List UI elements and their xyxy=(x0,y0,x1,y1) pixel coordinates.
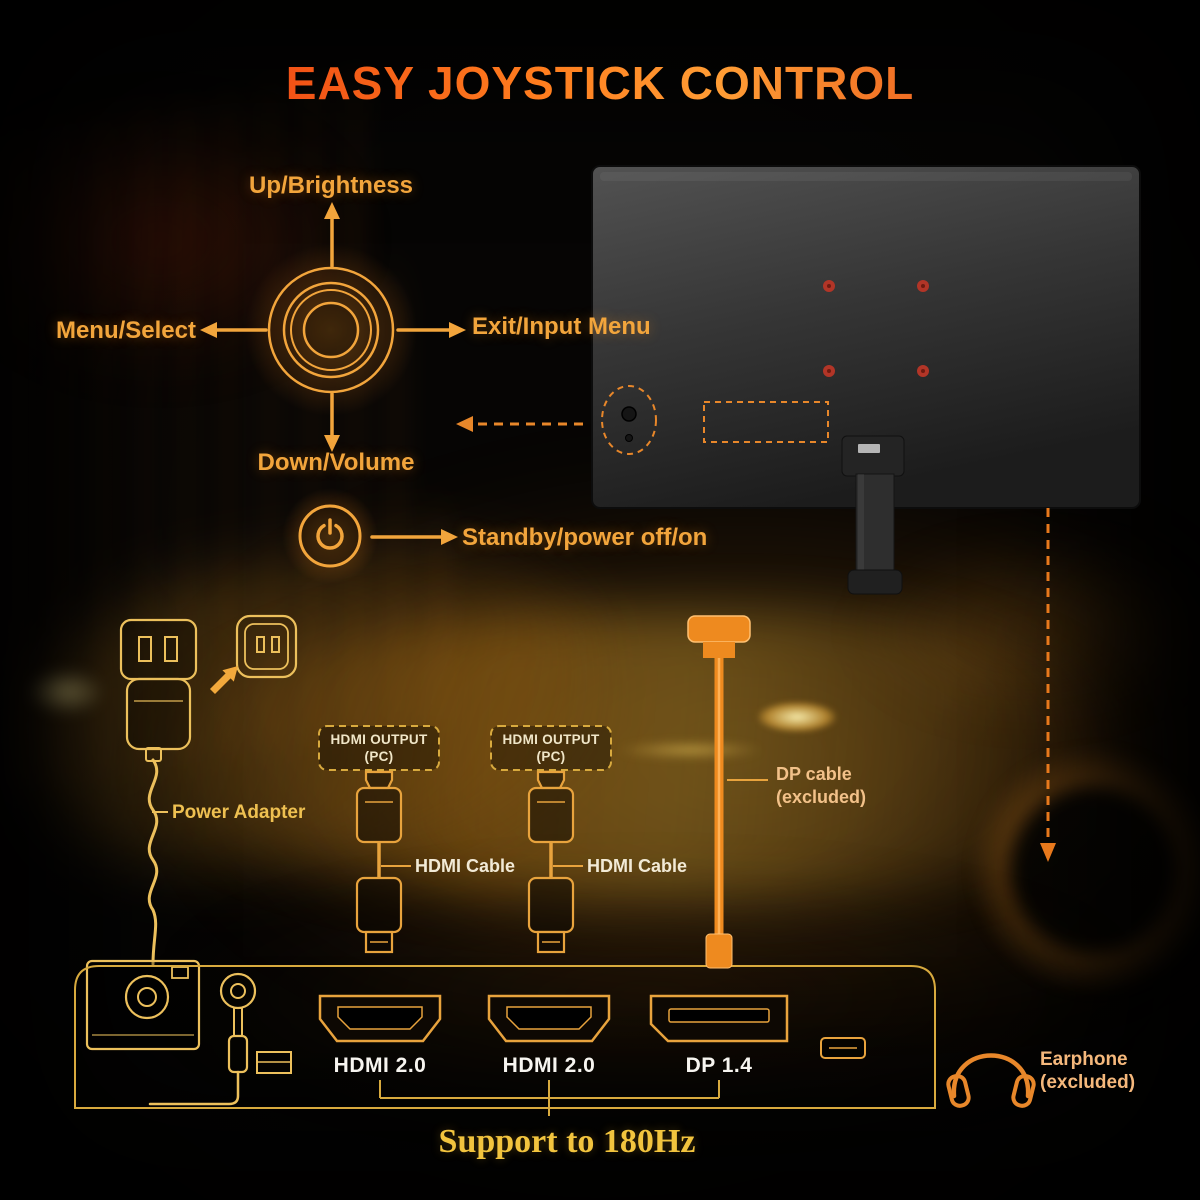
wall-outlet-icon xyxy=(235,614,298,679)
power-cable-icon xyxy=(147,758,159,966)
joystick-up-label: Up/Brightness xyxy=(248,172,414,199)
arrow-power-icon xyxy=(370,529,458,545)
dp-cable-line1: DP cable xyxy=(776,764,852,784)
joystick-standby-label: Standby/power off/on xyxy=(462,524,708,551)
dp-port-icon xyxy=(649,994,789,1043)
joystick-ring-icon xyxy=(245,244,417,416)
hdmi-output-label: HDMI OUTPUT (PC) xyxy=(502,731,599,765)
hdmi-output-line2: (PC) xyxy=(364,749,394,764)
page-title: EASY JOYSTICK CONTROL xyxy=(0,56,1200,110)
outlet-arrow-icon xyxy=(210,666,238,694)
joystick-menu-label: Menu/Select xyxy=(55,317,196,344)
monitor-stand xyxy=(841,435,905,595)
hdmi-plug-icon xyxy=(355,770,403,954)
hdmi-port-icon xyxy=(487,994,611,1043)
hdmi-port-label: HDMI 2.0 xyxy=(333,1054,427,1077)
dp-cable-label: DP cable (excluded) xyxy=(776,763,866,809)
dashed-arrow-icon xyxy=(456,416,583,432)
dp-cable-line2: (excluded) xyxy=(776,787,867,807)
power-inlet-module-icon xyxy=(85,959,201,1051)
joystick-down-label: Down/Volume xyxy=(257,449,415,476)
audio-out-port-icon xyxy=(820,1037,866,1059)
earphone-line2: (excluded) xyxy=(1040,1072,1136,1093)
dp-port-label: DP 1.4 xyxy=(685,1054,753,1077)
earphone-label: Earphone (excluded) xyxy=(1040,1048,1135,1094)
power-button-icon xyxy=(282,488,378,584)
hdmi-port-icon xyxy=(318,994,442,1043)
audio-jack-port-icon xyxy=(219,972,257,1010)
hdmi-output-label: HDMI OUTPUT (PC) xyxy=(330,731,427,765)
hdmi-plug-icon xyxy=(527,770,575,954)
bracket-lines xyxy=(379,1080,720,1116)
hdmi-cable-label: HDMI Cable xyxy=(415,856,516,876)
hdmi-output-line1: HDMI OUTPUT xyxy=(502,732,600,747)
dp-cable-icon xyxy=(687,615,751,969)
hdmi-output-line1: HDMI OUTPUT xyxy=(330,732,428,747)
headphones-icon xyxy=(946,1053,1036,1108)
hdmi-cable-label: HDMI Cable xyxy=(587,856,688,876)
power-plug-icon xyxy=(119,618,198,762)
hdmi-output-line2: (PC) xyxy=(536,749,566,764)
hdmi-port-label: HDMI 2.0 xyxy=(502,1054,596,1077)
earphone-line1: Earphone xyxy=(1040,1049,1128,1070)
joystick-exit-label: Exit/Input Menu xyxy=(472,313,651,340)
support-text: Support to 180Hz xyxy=(438,1123,696,1160)
power-adapter-label: Power Adapter xyxy=(172,802,306,823)
dp-dashed-line-icon xyxy=(1040,508,1056,862)
